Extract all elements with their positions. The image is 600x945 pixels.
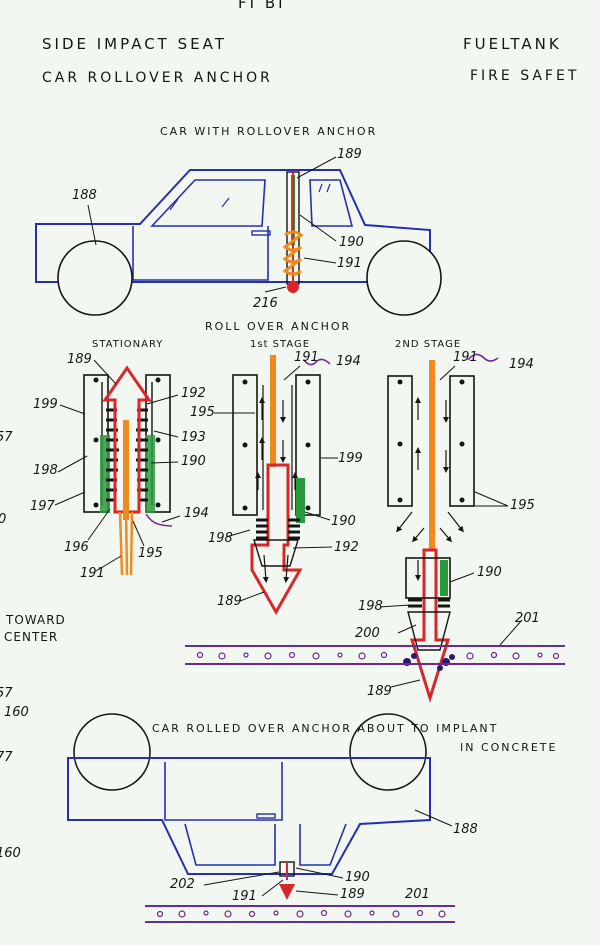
figure3-label-190: 190 [345, 870, 370, 885]
stationary-leaders [54, 359, 181, 572]
stationary-label-197: 197 [30, 499, 55, 514]
stationary-title: STATIONARY [92, 339, 164, 350]
car1-front-wheel [57, 240, 133, 316]
stationary-label-196: 196 [64, 540, 89, 555]
stage1-label-194: 194 [336, 354, 361, 369]
stage2-label-194: 194 [509, 357, 534, 372]
margin-note-57a: 57 [0, 430, 13, 445]
stage1-label-190: 190 [331, 514, 356, 529]
stationary-anchor [83, 365, 173, 576]
figure1-car [35, 169, 431, 283]
stationary-label-192: 192 [181, 386, 206, 401]
figure1-leaders [87, 156, 337, 293]
car3-wheel-right [349, 713, 427, 791]
stage2-concrete-slab [185, 645, 565, 665]
header-line2-right: FIRE SAFET [470, 68, 580, 84]
figure3-car [67, 757, 431, 875]
stage2-leaders [379, 365, 523, 688]
stage2-label-191: 191 [453, 350, 478, 365]
stage1-title: 1st STAGE [250, 339, 311, 350]
figure1-anchor [282, 171, 304, 293]
stage1-label-199: 199 [338, 451, 363, 466]
stationary-label-189: 189 [67, 352, 92, 367]
figure3-leaders [203, 809, 453, 897]
stage1-label-195: 195 [190, 405, 215, 420]
label-189: 189 [337, 147, 362, 162]
figure3-label-191: 191 [232, 889, 257, 904]
stage2-label-189: 189 [367, 684, 392, 699]
header-line1-left: SIDE IMPACT SEAT [42, 35, 227, 53]
stage1-label-191: 191 [294, 350, 319, 365]
stage2-label-198: 198 [358, 599, 383, 614]
stage1-anchor [232, 355, 331, 616]
stationary-label-191: 191 [80, 566, 105, 581]
margin-note-77: 77 [0, 750, 13, 765]
figure3-label-189: 189 [340, 887, 365, 902]
figure3-concrete-slab [145, 905, 455, 923]
car3-wheel-left [73, 713, 151, 791]
margin-note-160a: 160 [4, 705, 29, 720]
label-216: 216 [253, 296, 278, 311]
header-line2-left: CAR ROLLOVER ANCHOR [42, 70, 273, 86]
margin-note-57b: 57 [0, 686, 13, 701]
label-188: 188 [72, 188, 97, 203]
stage1-label-198: 198 [208, 531, 233, 546]
stationary-label-195: 195 [138, 546, 163, 561]
figure3-label-202: 202 [170, 877, 195, 892]
header-line1-right: FUELTANK [463, 35, 562, 53]
car1-rear-wheel [366, 240, 442, 316]
label-190: 190 [339, 235, 364, 250]
figure3-caption-line1: CAR ROLLED OVER ANCHOR ABOUT TO IMPLANT [152, 722, 499, 735]
stage1-label-189: 189 [217, 594, 242, 609]
header-top-fragment: FI BI [238, 0, 286, 12]
margin-note-toward: TOWARD [6, 613, 66, 627]
label-191: 191 [337, 256, 362, 271]
figure3-label-188: 188 [453, 822, 478, 837]
stationary-label-198: 198 [33, 463, 58, 478]
stationary-label-199: 199 [33, 397, 58, 412]
figure1-caption: CAR WITH ROLLOVER ANCHOR [160, 125, 378, 138]
figure2-caption: ROLL OVER ANCHOR [205, 320, 352, 333]
margin-note-0a: 0 [0, 512, 6, 527]
stage2-label-195: 195 [510, 498, 535, 513]
margin-note-center: CENTER [4, 630, 59, 644]
stage1-label-192: 192 [334, 540, 359, 555]
stationary-label-193: 193 [181, 430, 206, 445]
figure3-anchor [279, 861, 295, 900]
stage2-label-201: 201 [515, 611, 540, 626]
figure3-label-201: 201 [405, 887, 430, 902]
stage2-title: 2ND STAGE [395, 339, 462, 350]
stationary-label-194: 194 [184, 506, 209, 521]
stage2-label-200: 200 [355, 626, 380, 641]
stage2-label-190: 190 [477, 565, 502, 580]
margin-note-160b: 160 [0, 846, 21, 861]
stationary-label-190: 190 [181, 454, 206, 469]
figure3-caption-line2: IN CONCRETE [460, 741, 558, 754]
stage1-leaders [214, 365, 338, 602]
